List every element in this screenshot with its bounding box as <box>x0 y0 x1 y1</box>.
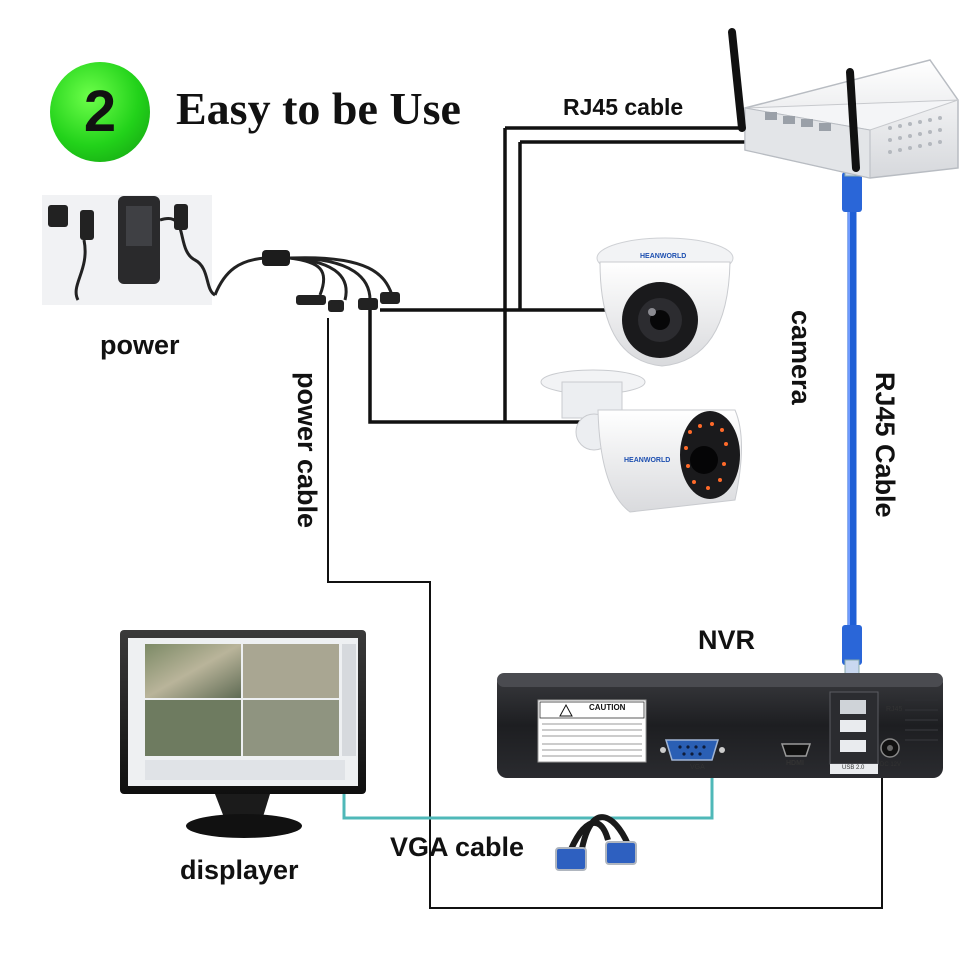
nvr-device <box>497 673 943 778</box>
page-title: Easy to be Use <box>176 83 461 134</box>
svg-text:HEANWORLD: HEANWORLD <box>624 457 670 464</box>
nvr-dc-port-label: DC 12V <box>880 762 902 768</box>
label-power: power <box>100 330 180 360</box>
label-displayer: displayer <box>180 855 299 885</box>
nvr-caution-label: CAUTION <box>589 703 626 712</box>
power-adapter <box>42 195 400 312</box>
label-rj45-cable-side: RJ45 Cable <box>870 372 900 518</box>
dome-camera: HEANWORLD <box>596 237 734 367</box>
svg-text:HEANWORLD: HEANWORLD <box>640 253 686 260</box>
bullet-camera: HEANWORLD <box>540 369 742 513</box>
router <box>728 28 959 179</box>
power-wiring <box>368 126 760 424</box>
monitor <box>120 630 366 838</box>
label-power-cable: power cable <box>292 372 322 529</box>
label-camera: camera <box>786 310 816 405</box>
nvr-rj45-port-label: RJ45 <box>886 706 903 713</box>
vga-line <box>342 772 714 820</box>
rj45-cable <box>842 159 862 695</box>
step-number: 2 <box>83 79 117 144</box>
label-vga-cable: VGA cable <box>390 832 525 862</box>
label-nvr: NVR <box>698 625 756 655</box>
label-rj45-cable-top: RJ45 cable <box>563 94 684 120</box>
vga-cable-illustration <box>555 814 637 871</box>
nvr-power-wiring <box>327 318 883 909</box>
nvr-vga-port-label: VGA <box>690 764 705 771</box>
nvr-usb-port-label: USB 2.0 <box>842 765 865 771</box>
nvr-hdmi-port-label: HDMI <box>786 760 804 767</box>
step-badge: 2 <box>50 62 150 162</box>
